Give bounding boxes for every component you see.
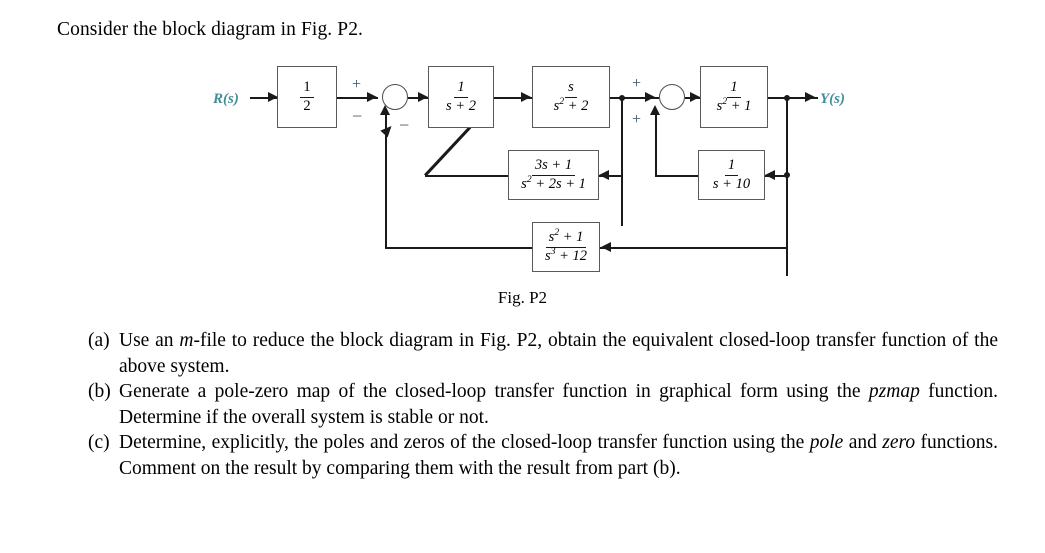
fraction-g3: 1 s2 + 1 xyxy=(716,78,752,114)
question-item: (a) Use an m-file to reduce the block dia… xyxy=(88,328,998,379)
fraction-h1: 3s + 1 s2 + 2s + 1 xyxy=(521,156,586,192)
question-list: (a) Use an m-file to reduce the block dia… xyxy=(88,328,998,482)
block-g3[interactable]: 1 s2 + 1 xyxy=(700,66,768,128)
wire-g2-takeoff-down xyxy=(620,96,624,226)
wire-h1-output xyxy=(425,174,509,177)
wire-to-h2-input xyxy=(765,174,787,177)
wire-to-h1-input xyxy=(599,174,622,177)
question-text: Determine, explicitly, the poles and zer… xyxy=(119,432,998,479)
arrow-into-g3 xyxy=(690,92,700,103)
block-h2[interactable]: 1 s + 10 xyxy=(698,150,765,200)
summing-junction-1[interactable] xyxy=(382,84,408,110)
fraction-gain: 1 2 xyxy=(295,79,318,114)
block-diagram-figure: R(s) 1 2 + − − 1 s + 2 s s2 + 2 xyxy=(0,50,1045,310)
output-signal-label: Y(s) xyxy=(820,91,845,107)
arrow-into-h2 xyxy=(765,170,775,181)
wire-g3-to-output xyxy=(768,96,818,99)
wire-h3-output xyxy=(385,246,533,249)
block-h3[interactable]: s2 + 1 s3 + 12 xyxy=(532,222,600,272)
wire-h2-up-to-sum2 xyxy=(655,112,658,177)
question-marker: (b) xyxy=(88,381,111,403)
arrow-to-output xyxy=(805,92,815,103)
figure-caption: Fig. P2 xyxy=(497,288,548,307)
arrow-into-h1 xyxy=(599,170,609,181)
arrow-into-g2 xyxy=(521,92,531,103)
question-marker: (c) xyxy=(88,432,110,454)
sign-sum1-feedback-minus-inner: − xyxy=(399,115,410,135)
fraction-h2: 1 s + 10 xyxy=(712,156,751,192)
arrow-into-h3 xyxy=(601,242,611,253)
arrow-into-g1 xyxy=(418,92,428,103)
arrow-into-sum2 xyxy=(645,92,655,103)
arrow-sum1-from-h1 xyxy=(380,122,396,138)
wire-h2-output xyxy=(655,174,699,177)
question-marker: (a) xyxy=(88,330,110,351)
wire-gain-to-sum1 xyxy=(337,96,378,99)
question-text: Use an m-file to reduce the block diagra… xyxy=(119,330,998,377)
input-signal-label: R(s) xyxy=(213,91,239,107)
node-output-takeoff xyxy=(784,94,790,101)
question-item: (c) Determine, explicitly, the poles and … xyxy=(88,430,998,481)
block-g1[interactable]: 1 s + 2 xyxy=(428,66,494,128)
block-g2[interactable]: s s2 + 2 xyxy=(532,66,610,128)
arrow-sum2-from-h2 xyxy=(650,105,661,115)
wire-g1-to-g2 xyxy=(494,96,534,99)
wire-g2-to-sum2 xyxy=(610,96,659,99)
sign-sum2-input-plus: + xyxy=(632,75,642,92)
summing-junction-2[interactable] xyxy=(659,84,685,110)
intro-sentence: Consider the block diagram in Fig. P2. xyxy=(57,19,364,40)
arrow-into-gain-block xyxy=(268,92,278,103)
fraction-g2: s s2 + 2 xyxy=(553,78,589,114)
wire-h3-up-to-sum1 xyxy=(385,112,388,249)
node-h2-branch xyxy=(784,171,790,178)
sign-sum1-input-plus: + xyxy=(352,76,362,93)
sign-sum2-feedback-plus: + xyxy=(632,111,642,128)
node-g2-output-takeoff xyxy=(619,94,625,101)
block-h1[interactable]: 3s + 1 s2 + 2s + 1 xyxy=(508,150,599,200)
arrow-into-sum1 xyxy=(367,92,377,103)
wire-output-to-h3 xyxy=(600,246,787,249)
wire-h1-diagonal-to-sum1 xyxy=(424,126,471,177)
wire-input-to-gain xyxy=(250,96,280,99)
fraction-h3: s2 + 1 s3 + 12 xyxy=(544,227,588,264)
wire-output-takeoff-down xyxy=(785,96,789,276)
question-text: Generate a pole-zero map of the closed-l… xyxy=(119,381,999,428)
question-item: (b) Generate a pole-zero map of the close… xyxy=(88,379,998,430)
sign-sum1-feedback-minus-outer: − xyxy=(352,106,363,126)
fraction-g1: 1 s + 2 xyxy=(446,78,476,114)
arrow-sum1-from-h3 xyxy=(380,105,391,115)
block-gain-one-half[interactable]: 1 2 xyxy=(277,66,337,128)
